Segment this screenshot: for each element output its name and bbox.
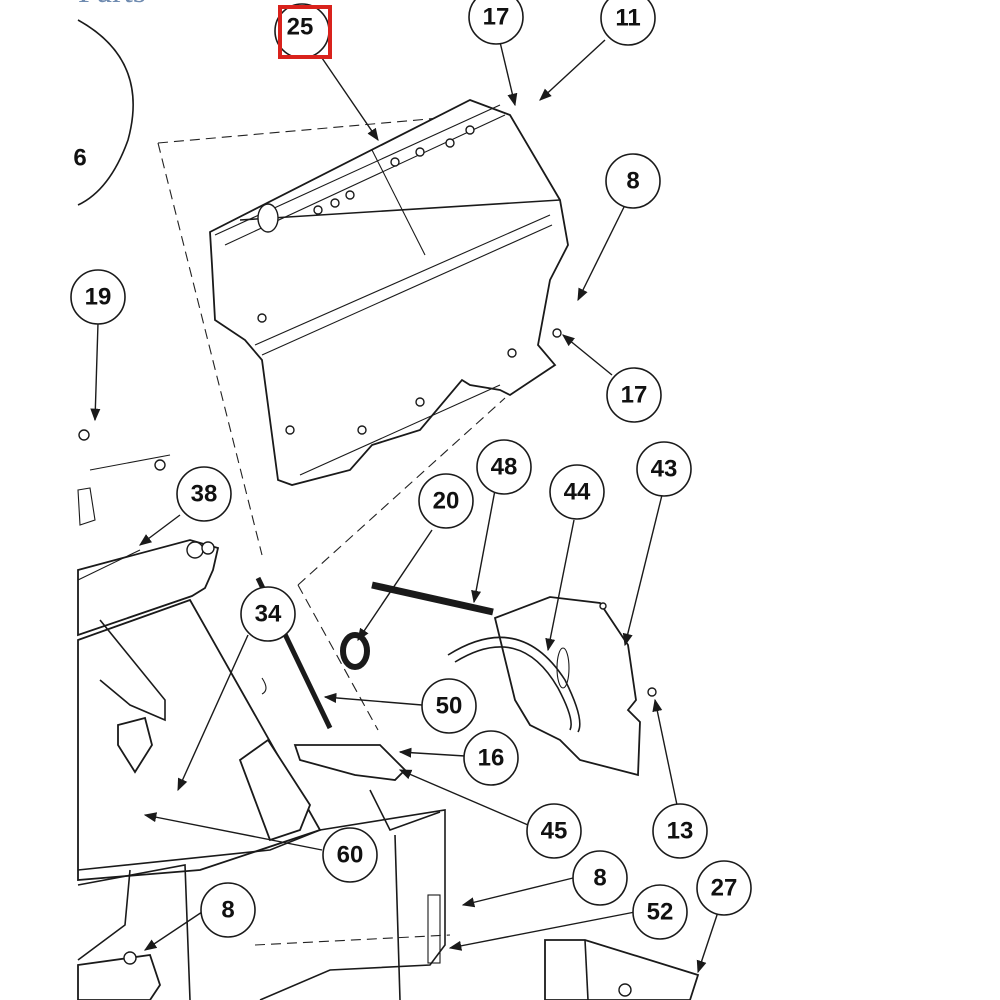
svg-text:34: 34 [255,601,282,628]
svg-text:52: 52 [647,899,674,926]
svg-text:8: 8 [221,897,234,924]
bracket-part-27 [544,939,700,1000]
callout-19[interactable]: 19 [70,269,126,325]
left-margin [0,0,78,1000]
callout-8-lower-left[interactable]: 8 [200,882,256,938]
svg-text:8: 8 [593,865,606,892]
header-partial-text: Parts [78,0,146,10]
svg-text:48: 48 [491,454,518,481]
callout-17-top[interactable]: 17 [468,0,524,45]
svg-text:17: 17 [621,382,648,409]
left-circle-label: 6 [73,145,86,172]
svg-text:45: 45 [541,818,568,845]
shield-part-43 [447,596,657,777]
main-panel-part-25 [209,99,569,486]
callout-13[interactable]: 13 [652,803,708,859]
explosion-dashed-outline [157,117,506,731]
svg-text:11: 11 [615,5,640,32]
callout-43[interactable]: 43 [636,441,692,497]
leader-lines [90,39,719,974]
svg-text:20: 20 [433,488,460,515]
seal-part-20 [340,632,370,670]
callout-11[interactable]: 11 [600,0,656,46]
callout-34[interactable]: 34 [240,586,296,642]
svg-text:44: 44 [564,479,591,506]
svg-text:60: 60 [337,842,364,869]
callout-25[interactable]: 25 [274,3,332,59]
svg-text:13: 13 [667,818,694,845]
callout-8-right[interactable]: 8 [605,153,661,209]
svg-text:43: 43 [651,456,678,483]
frame-structure [77,429,451,1000]
highlight-box [278,5,332,59]
svg-text:38: 38 [191,481,218,508]
callout-16[interactable]: 16 [463,730,519,786]
left-partial-circle: 6 [73,19,134,206]
svg-text:50: 50 [436,693,463,720]
callout-45[interactable]: 45 [526,803,582,859]
callout-48[interactable]: 48 [476,439,532,495]
svg-text:8: 8 [626,168,639,195]
callout-8-lower-right[interactable]: 8 [572,850,628,906]
callout-38[interactable]: 38 [176,466,232,522]
svg-text:19: 19 [85,284,112,311]
callout-50[interactable]: 50 [421,678,477,734]
callout-52[interactable]: 52 [632,884,688,940]
callout-17-right[interactable]: 17 [606,367,662,423]
callout-20[interactable]: 20 [418,473,474,529]
svg-text:27: 27 [711,875,738,902]
callout-44[interactable]: 44 [549,464,605,520]
svg-text:25: 25 [287,14,314,41]
svg-text:16: 16 [478,745,505,772]
callout-27[interactable]: 27 [696,860,752,916]
callout-60[interactable]: 60 [322,827,378,883]
svg-text:17: 17 [483,4,510,31]
